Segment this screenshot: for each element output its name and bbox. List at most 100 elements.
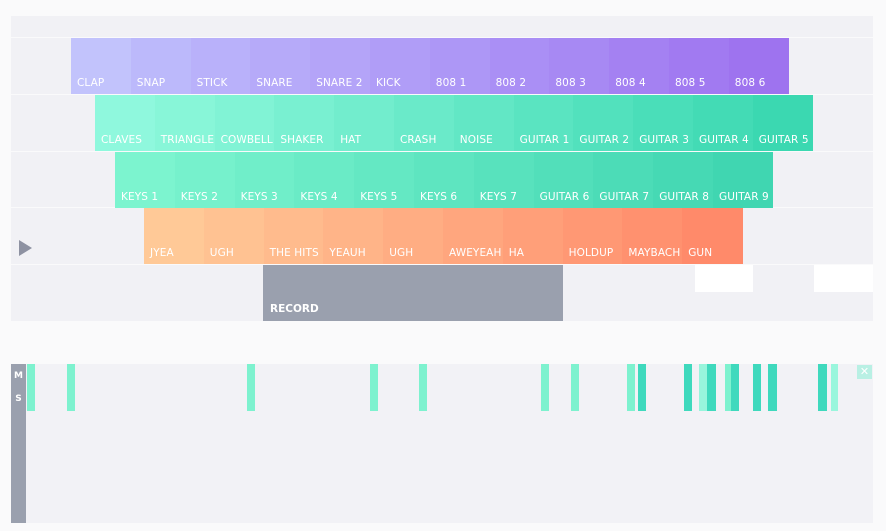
pad[interactable]: UGH: [383, 208, 444, 264]
pad[interactable]: KICK: [370, 38, 431, 94]
track-note[interactable]: [831, 364, 838, 411]
pad[interactable]: UGH: [203, 208, 265, 264]
pad[interactable]: 808 1: [429, 38, 491, 94]
pad-label: GUITAR 9: [719, 191, 769, 203]
pad-label: KEYS 4: [300, 191, 338, 203]
pad-label: HAT: [340, 134, 362, 146]
pad[interactable]: GUITAR 5: [752, 95, 814, 151]
pad-label: GUITAR 2: [579, 134, 630, 146]
track-note[interactable]: [571, 364, 579, 411]
pad[interactable]: 808 6: [728, 38, 790, 94]
pad[interactable]: KEYS 7: [473, 152, 535, 208]
track-note[interactable]: [419, 364, 427, 411]
pad[interactable]: 808 5: [669, 38, 730, 94]
pad[interactable]: 808 2: [489, 38, 550, 94]
pad[interactable]: YEAUH: [323, 208, 384, 264]
pad[interactable]: KEYS 4: [294, 152, 355, 208]
track-note[interactable]: [707, 364, 716, 411]
track-note[interactable]: [753, 364, 761, 411]
track-note[interactable]: [27, 364, 35, 411]
track-note[interactable]: [731, 364, 739, 411]
pad[interactable]: SNARE: [250, 38, 311, 94]
pad[interactable]: JYEA: [144, 208, 205, 264]
pad-label: 808 1: [435, 77, 467, 89]
pad[interactable]: TRIANGLE: [154, 95, 216, 151]
pad-label: UGH: [209, 247, 234, 259]
pad[interactable]: GUN: [682, 208, 743, 264]
pad[interactable]: KEYS 5: [354, 152, 415, 208]
solo-button[interactable]: S: [11, 388, 26, 411]
pad[interactable]: AWEYEAH: [443, 208, 504, 264]
track-strip: M S ✕: [11, 364, 873, 411]
pad[interactable]: COWBELL: [214, 95, 275, 151]
pad-label: SNAP: [136, 77, 166, 89]
pad[interactable]: GUITAR 7: [593, 152, 654, 208]
pad[interactable]: HAT: [334, 95, 395, 151]
empty-slot: [814, 265, 873, 292]
track-note[interactable]: [247, 364, 255, 411]
pad[interactable]: GUITAR 2: [573, 95, 634, 151]
pad-label: KEYS 3: [240, 191, 278, 203]
pad-label: GUN: [688, 247, 713, 259]
pad-label: 808 4: [615, 77, 646, 89]
track-note[interactable]: [818, 364, 827, 411]
track-lane: [11, 411, 873, 523]
pad[interactable]: KEYS 1: [115, 152, 176, 208]
pad[interactable]: CRASH: [394, 95, 455, 151]
pad[interactable]: GUITAR 1: [513, 95, 574, 151]
track-note[interactable]: [638, 364, 646, 411]
track-note[interactable]: [684, 364, 692, 411]
track-note[interactable]: [67, 364, 75, 411]
pad-label: AWEYEAH: [449, 247, 502, 259]
track-note[interactable]: [768, 364, 777, 411]
close-icon[interactable]: ✕: [857, 365, 872, 379]
pad-label: HA: [508, 247, 525, 259]
pad[interactable]: THE HITS: [263, 208, 324, 264]
pad[interactable]: 808 3: [549, 38, 610, 94]
pad[interactable]: STICK: [190, 38, 251, 94]
pad[interactable]: MAYBACH: [622, 208, 683, 264]
pad[interactable]: SNAP: [130, 38, 192, 94]
track-note[interactable]: [541, 364, 549, 411]
pad-label: KEYS 2: [180, 191, 219, 203]
pad-label: GUITAR 7: [599, 191, 650, 203]
pad-label: THE HITS: [269, 247, 319, 259]
track-note[interactable]: [627, 364, 635, 411]
pad[interactable]: SNARE 2: [310, 38, 371, 94]
track-note[interactable]: [370, 364, 378, 411]
pad[interactable]: GUITAR 6: [533, 152, 594, 208]
pad-label: YEAUH: [329, 247, 366, 259]
pad[interactable]: KEYS 3: [234, 152, 295, 208]
pad-label: GUITAR 4: [699, 134, 749, 146]
pad-label: KEYS 5: [360, 191, 398, 203]
pad[interactable]: GUITAR 9: [713, 152, 774, 208]
pad[interactable]: 808 4: [609, 38, 670, 94]
pad[interactable]: HA: [502, 208, 564, 264]
pad[interactable]: HOLDUP: [562, 208, 623, 264]
pad-label: JYEA: [150, 247, 174, 259]
track-lane-handle: [11, 411, 26, 523]
pad[interactable]: GUITAR 3: [633, 95, 694, 151]
pad-label: CLAP: [77, 77, 105, 89]
pad[interactable]: KEYS 6: [414, 152, 475, 208]
pad-label: HOLDUP: [568, 247, 614, 259]
pad-label: 808 5: [675, 77, 706, 89]
pad-label: 808 6: [734, 77, 766, 89]
pad-label: SNARE: [256, 77, 293, 89]
pad[interactable]: NOISE: [453, 95, 515, 151]
pad[interactable]: GUITAR 4: [693, 95, 754, 151]
pad-label: CRASH: [400, 134, 437, 146]
pad-label: GUITAR 6: [539, 191, 590, 203]
track-note[interactable]: [699, 364, 707, 411]
pad-label: GUITAR 5: [758, 134, 809, 146]
pad-label: NOISE: [459, 134, 493, 146]
play-icon[interactable]: [19, 240, 32, 256]
pad[interactable]: KEYS 2: [174, 152, 236, 208]
pad[interactable]: CLAP: [71, 38, 132, 94]
pad[interactable]: CLAVES: [95, 95, 156, 151]
mute-button[interactable]: M: [11, 364, 26, 388]
record-button[interactable]: RECORD: [263, 265, 563, 321]
track-note[interactable]: [725, 364, 731, 411]
pad[interactable]: SHAKER: [274, 95, 335, 151]
pad[interactable]: GUITAR 8: [653, 152, 714, 208]
